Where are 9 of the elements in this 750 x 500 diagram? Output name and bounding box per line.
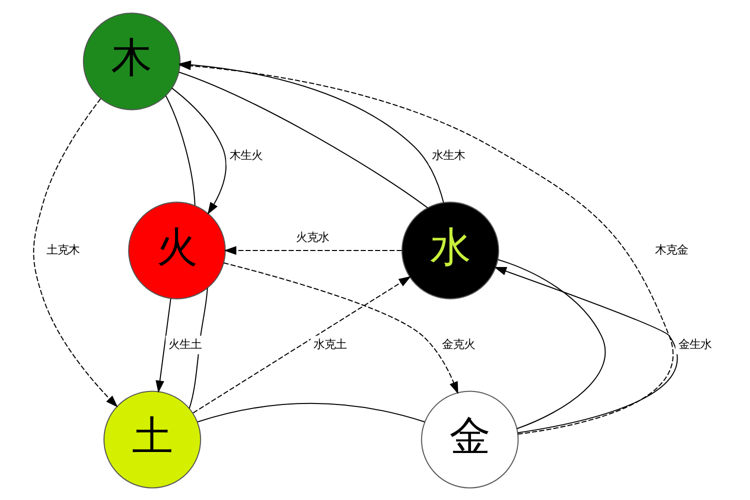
edge-label: 金克火 [442, 337, 476, 350]
edge-label: 木克金 [654, 242, 688, 256]
edge-label: 金生水 [678, 337, 712, 350]
edge-label: 土克木 [46, 242, 80, 256]
edge-label: 水克土 [314, 337, 347, 350]
edge-label: 火克水 [296, 230, 330, 244]
edge-label: 火生土 [168, 337, 202, 350]
edge-label: 水生木 [432, 148, 465, 162]
edge-label: 木生火 [229, 148, 262, 162]
